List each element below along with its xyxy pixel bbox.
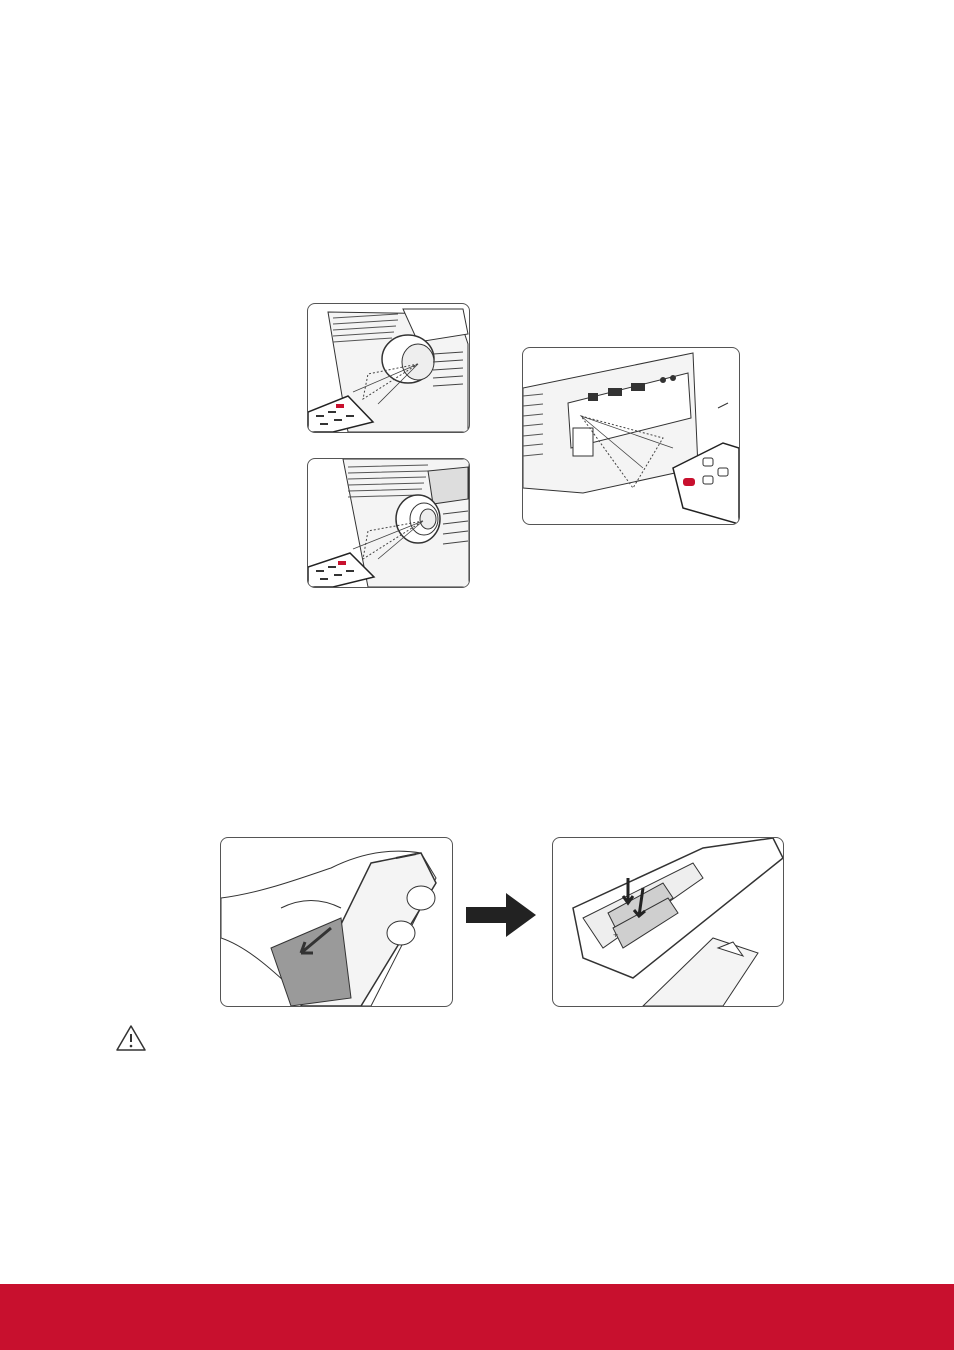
footer-bar [0, 1284, 954, 1350]
warning-icon [115, 1024, 147, 1052]
projector-front-remote-illustration [307, 303, 470, 433]
projector-front-top-drawing [308, 304, 469, 432]
arrow-right-icon [466, 893, 536, 937]
remote-battery-cover-slide-illustration [220, 837, 453, 1007]
cover-slide-drawing [221, 838, 452, 1006]
svg-text:+: + [613, 930, 618, 940]
projector-rear-drawing [523, 348, 739, 524]
projector-front-bottom-drawing [308, 459, 469, 587]
battery-insert-drawing: + [553, 838, 783, 1006]
projector-rear-remote-illustration [522, 347, 740, 525]
remote-battery-insert-illustration: + [552, 837, 784, 1007]
projector-front-lens-remote-illustration [307, 458, 470, 588]
